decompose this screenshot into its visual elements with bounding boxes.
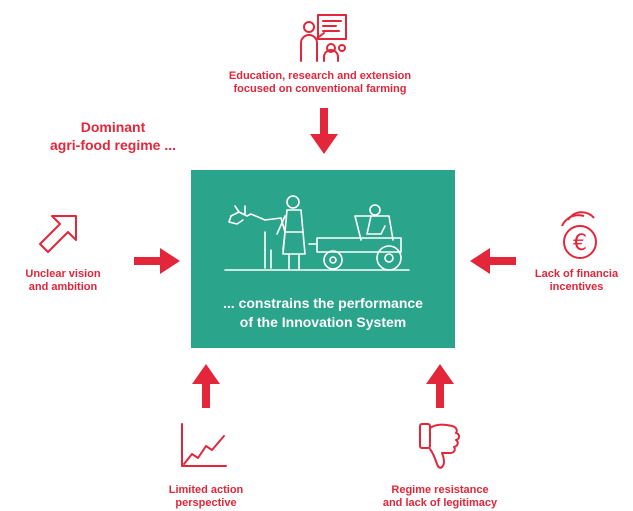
- arrow-right-icon: [134, 248, 180, 274]
- farm-scene-icon: [221, 188, 421, 283]
- svg-text:€: €: [573, 231, 587, 256]
- education-research-label: Education, research and extension focuse…: [228, 70, 412, 95]
- regime-title: Dominant agri-food regime ...: [49, 119, 176, 153]
- arrow-up-icon: [192, 364, 220, 408]
- line-chart-icon: [180, 423, 228, 468]
- lack-financial-label: Lack of financia incentives: [534, 268, 619, 293]
- euro-coins-icon: €: [554, 211, 602, 260]
- teacher-board-icon: [298, 13, 350, 63]
- regime-resistance-label: Regime resistance and lack of legitimacy: [382, 484, 498, 509]
- arrow-up-right-icon: [38, 212, 80, 254]
- arrow-down-icon: [310, 108, 338, 156]
- center-text: ... constrains the performance of the In…: [223, 295, 423, 330]
- innovation-system-box: ... constrains the performance of the In…: [191, 170, 455, 348]
- arrow-up-icon-right: [426, 364, 454, 408]
- thumbs-down-icon: [418, 422, 462, 470]
- unclear-vision-label: Unclear vision and ambition: [25, 268, 101, 293]
- arrow-left-icon: [470, 248, 516, 274]
- limited-action-label: Limited action perspective: [168, 484, 244, 509]
